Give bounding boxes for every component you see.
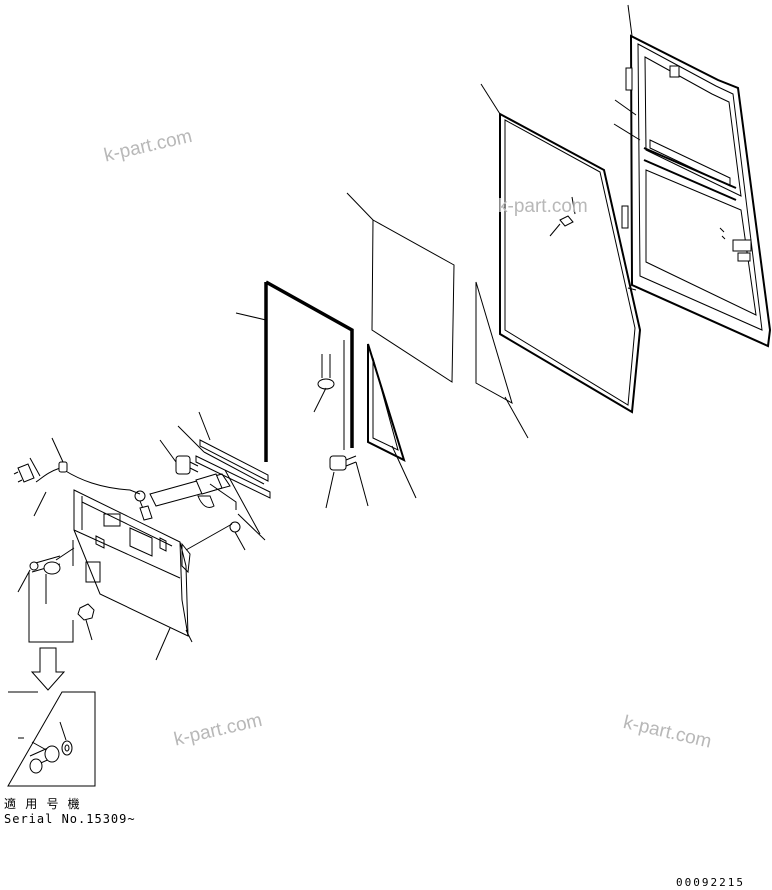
watermark-2: k-part.com: [498, 196, 588, 217]
door-inner-panel: [73, 489, 233, 661]
serial-number-label: Serial No.15309~: [4, 812, 136, 826]
bolt-lower: [325, 455, 369, 509]
panel-nut: [77, 603, 95, 641]
panel-bolt: [17, 547, 75, 604]
glass-seal: [235, 280, 354, 462]
bolt-upper: [313, 354, 335, 413]
triangle-glass-small: [367, 343, 417, 499]
door-glass-large: [480, 83, 642, 414]
figure-code: 00092215: [676, 876, 745, 889]
wiring-harness: [13, 437, 141, 517]
callout-bracket: [28, 540, 74, 691]
triangle-glass: [475, 281, 529, 439]
slide-rail: [177, 411, 271, 499]
window-glass-square: [346, 192, 455, 383]
applicable-label: 適 用 号 機: [4, 797, 81, 811]
door-frame: [613, 4, 772, 348]
detail-box: [7, 691, 96, 787]
